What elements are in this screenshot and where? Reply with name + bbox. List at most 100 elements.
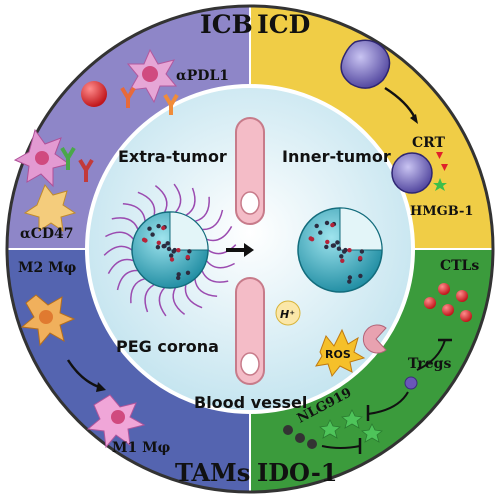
hmgb1-label: HMGB-1 — [410, 204, 473, 219]
icd-title: ICD — [257, 10, 310, 39]
center-panel: Extra-tumor Inner-tumor PEG corona H⁺ RO… — [103, 117, 391, 412]
cargo-dot — [169, 257, 175, 262]
t-cell-icon — [23, 184, 77, 233]
peg-chain — [105, 231, 135, 240]
cargo-dot — [147, 226, 152, 231]
peg-chain — [173, 183, 182, 213]
swollen-nanoparticle-icon — [297, 207, 383, 293]
h-plus-icon — [275, 300, 301, 326]
cargo-dot — [308, 236, 313, 241]
antibody-icon — [78, 158, 94, 182]
peg-chain — [194, 278, 218, 298]
cargo-dot — [336, 246, 342, 251]
extra-tumor-label: Extra-tumor — [118, 147, 227, 166]
enzyme-pacman-icon — [362, 324, 387, 354]
cargo-dot — [339, 254, 344, 259]
h-plus-label: H⁺ — [280, 308, 295, 321]
peg-chain — [184, 284, 203, 309]
tams-illustration: M2 Mφ M1 Mφ — [18, 260, 170, 456]
cargo-dot — [156, 223, 161, 229]
drug-molecule-icon — [283, 425, 293, 435]
acd47-label: αCD47 — [20, 226, 74, 242]
inhibition-icon — [367, 391, 409, 415]
peg-chain — [205, 260, 235, 269]
ido1-enzyme-icon — [319, 409, 383, 443]
peg-chain — [172, 287, 186, 315]
peg-chain — [207, 244, 237, 255]
cargo-dot — [358, 273, 363, 279]
cargo-dot — [358, 255, 363, 261]
ros-label: ROS — [325, 348, 351, 361]
cargo-dot — [187, 249, 192, 254]
tumor-cell-icon — [81, 81, 107, 107]
tregs-label: Tregs — [408, 356, 451, 372]
apdl1-label: αPDL1 — [176, 68, 229, 84]
antibody-icon — [120, 86, 136, 108]
cargo-dot — [161, 225, 166, 231]
inhibition-icon — [416, 339, 446, 371]
cargo-dot — [176, 275, 181, 281]
cargo-dot — [314, 223, 319, 229]
cargo-dot — [347, 279, 352, 284]
m2-label: M2 Mφ — [18, 260, 76, 276]
cargo-dot — [324, 220, 330, 226]
cargo-dot — [171, 249, 176, 254]
peg-chain — [144, 283, 155, 313]
crt-marker-icon — [436, 152, 443, 159]
tumor-cell-icon — [340, 39, 391, 89]
icd-illustration: CRT HMGB-1 — [340, 39, 473, 219]
cargo-dot — [185, 270, 191, 275]
treg-cell-icon — [404, 376, 418, 390]
m1-label: M1 Mφ — [112, 440, 170, 456]
peg-chain — [116, 269, 139, 291]
cargo-dot — [141, 237, 147, 242]
peg-chain — [111, 217, 139, 230]
dying-cell-icon — [391, 152, 433, 194]
peg-chain — [103, 245, 133, 256]
cargo-dot — [330, 222, 335, 228]
peg-chain — [154, 185, 168, 213]
cargo-dot — [342, 249, 347, 254]
blood-vessel-label: Blood vessel — [194, 393, 307, 412]
cargo-dot — [185, 254, 190, 260]
cargo-dot — [156, 240, 161, 245]
arrow-icon — [384, 86, 417, 119]
cargo-dot — [165, 241, 170, 246]
ctls-label: CTLs — [440, 258, 479, 274]
peg-chain — [107, 258, 134, 274]
peg-chain — [122, 202, 146, 222]
peg-chain — [201, 270, 229, 283]
peg-chain — [194, 196, 210, 223]
cargo-dot — [340, 258, 345, 263]
cargo-dot — [324, 244, 329, 250]
cargo-dot — [318, 230, 323, 235]
peg-chain — [158, 287, 167, 317]
peg-chain — [137, 191, 156, 216]
antibody-icon — [60, 146, 76, 170]
peg-chain — [206, 226, 233, 242]
ctl-cell-icon — [438, 283, 450, 295]
cargo-dot — [169, 253, 174, 258]
cargo-dot — [176, 248, 181, 253]
tams-title: TAMs — [175, 458, 250, 487]
cargo-dot — [347, 275, 353, 280]
peg-chain — [130, 277, 146, 304]
peg-corona-label: PEG corona — [116, 337, 219, 356]
cargo-dot — [359, 249, 365, 254]
cargo-dot — [347, 248, 352, 253]
inner-tumor-label: Inner-tumor — [282, 147, 391, 166]
peg-chain — [201, 209, 224, 231]
cargo-dot — [335, 240, 340, 245]
inhibition-icon — [321, 445, 361, 449]
cargo-dot — [166, 246, 172, 252]
outer-border — [5, 4, 495, 494]
cargo-dot — [150, 232, 155, 237]
cargo-dot — [176, 272, 181, 277]
ido1-title: IDO-1 — [257, 458, 337, 487]
crt-label: CRT — [412, 135, 446, 151]
hmgb1-marker-icon — [433, 178, 447, 191]
ros-icon — [315, 328, 366, 378]
peg-chain — [185, 187, 196, 217]
cargo-dot — [162, 243, 167, 249]
